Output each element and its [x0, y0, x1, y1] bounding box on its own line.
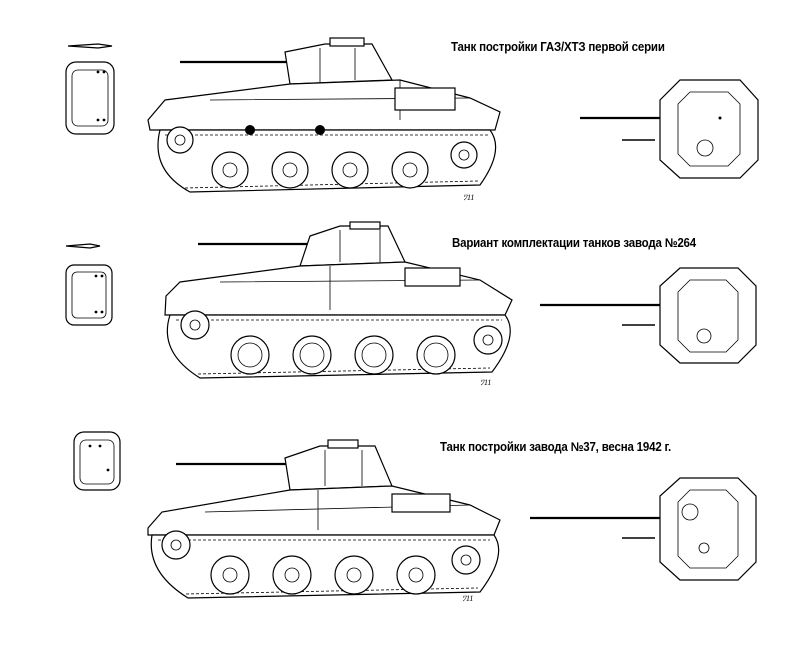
tank-variant-3 [73, 431, 757, 599]
road-wheels-3 [161, 530, 481, 595]
hatch-detail-1 [65, 43, 115, 135]
caption-variant-3: Танк постройки завода №37, весна 1942 г. [440, 440, 672, 454]
turret-top-view-3 [530, 477, 757, 581]
road-wheels-1 [166, 125, 478, 189]
artist-signature-2: ﾂ11 [480, 378, 492, 387]
artist-signature-1: ﾂ11 [463, 193, 475, 202]
tank-variant-1 [65, 37, 759, 193]
turret-top-view-1 [580, 79, 759, 179]
caption-variant-2: Вариант комплектации танков завода №264 [452, 236, 696, 250]
tank-variant-2 [65, 221, 757, 379]
caption-variant-1: Танк постройки ГАЗ/ХТЗ первой серии [451, 40, 665, 54]
artist-signature-3: ﾂ11 [462, 594, 474, 603]
hatch-detail-3 [73, 431, 121, 491]
hatch-detail-2 [65, 243, 113, 326]
turret-top-view-2 [540, 267, 757, 364]
road-wheels-2 [180, 310, 503, 375]
